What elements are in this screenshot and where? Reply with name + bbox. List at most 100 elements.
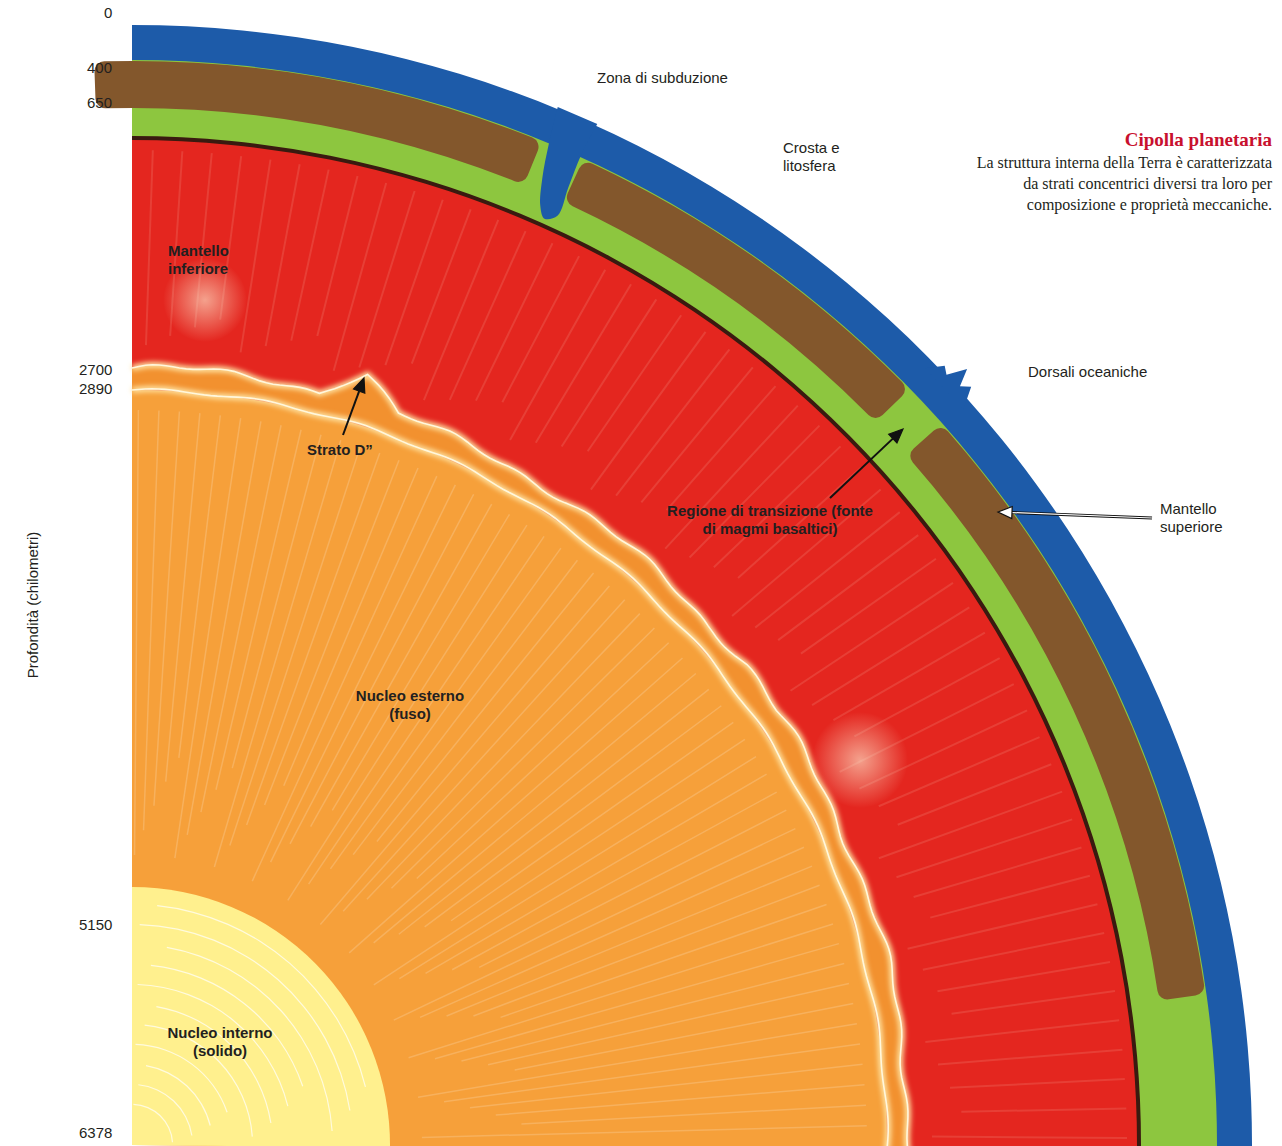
core-texture-line [140, 924, 351, 1111]
core-streak [425, 706, 722, 927]
layer-label: Crosta e litosfera [783, 139, 868, 175]
core-streak [320, 586, 609, 924]
core-streak [179, 415, 220, 758]
core-streak [214, 440, 340, 867]
leader-line-core [1012, 513, 1152, 518]
core-streak [417, 643, 669, 879]
oceanic-crust [132, 25, 1252, 1146]
mantle-streak [908, 904, 1098, 948]
earth-layers [95, 25, 1252, 1146]
core-texture-line [133, 1104, 173, 1142]
lower-mantle [132, 138, 1139, 1146]
core-streak [399, 757, 756, 979]
mantle-streak [591, 332, 706, 490]
mantle-streak [334, 183, 387, 371]
leader-line [1012, 513, 1152, 518]
depth-value: 0 [104, 4, 112, 22]
core-streak [496, 1085, 865, 1115]
mantle-streak [385, 200, 442, 365]
depth-value: 650 [87, 94, 112, 112]
core-streak [461, 963, 844, 1061]
mantle-streak [923, 933, 1104, 970]
depth-value: 2890 [79, 380, 112, 398]
core-streak [201, 425, 281, 812]
core-streak [311, 504, 492, 827]
mantle-streak [952, 991, 1115, 1014]
core-streak [232, 435, 321, 768]
mantle-boundary [132, 136, 1141, 1146]
mantle-streak [961, 1109, 1126, 1112]
core-streak [216, 430, 301, 790]
mantle-streak [641, 367, 752, 502]
mantle-streak [241, 160, 271, 353]
layer-label: Mantello superiore [1160, 500, 1240, 536]
core-streak [187, 421, 261, 834]
core-streak [521, 1105, 865, 1124]
mantle-streak [914, 847, 1082, 897]
layer-label: Regione di transizione (fonte di magmi b… [663, 502, 878, 538]
mantle-streak [317, 176, 357, 336]
leader-lines [343, 378, 1152, 519]
core-streak [479, 810, 786, 967]
core-streak [290, 494, 474, 844]
layer-glow [132, 389, 888, 1146]
inner-core-texture [133, 905, 366, 1142]
layer-boundary [132, 389, 888, 1146]
axis-title: Profondità (chilometri) [24, 532, 42, 679]
layer-label: Mantello inferiore [168, 242, 258, 278]
leader-line [343, 391, 359, 435]
mantle-streak [950, 1079, 1125, 1088]
core-streak [265, 460, 399, 805]
title-block: Cipolla planetariaLa struttura interna d… [972, 128, 1272, 215]
transition-region [132, 60, 1217, 1146]
arrow-head [889, 429, 903, 443]
mantle-streak [925, 1020, 1119, 1042]
mantle-streak [616, 349, 729, 495]
core-streak [374, 739, 745, 985]
mantle-streak [932, 1137, 1127, 1138]
core-streak [271, 485, 456, 862]
caption: La struttura interna della Terra è carat… [972, 152, 1272, 215]
mantle-streak [690, 426, 820, 558]
core-streak [444, 1044, 860, 1102]
mantle-streak [266, 164, 300, 346]
inner-core [132, 887, 390, 1146]
leader-line [830, 439, 893, 498]
layer-label: Nucleo esterno (fuso) [348, 687, 473, 723]
core-streak [473, 885, 819, 1016]
core-streak [247, 453, 380, 825]
mantle-streak [412, 209, 471, 363]
layer-label: Nucleo interno (solido) [158, 1024, 283, 1060]
subducting-slab [540, 107, 597, 219]
mantle-streak [898, 764, 1052, 824]
core-texture-line [145, 1024, 253, 1136]
core-streak [353, 560, 577, 854]
core-texture-line [146, 1065, 211, 1126]
depth-value: 400 [87, 59, 112, 77]
mantle-streaks [146, 150, 1127, 1138]
mantle-streak [536, 284, 631, 443]
core-streak [418, 1024, 857, 1097]
core-streak [422, 1126, 867, 1138]
mantle-streak [778, 535, 918, 640]
mantle-streak [359, 191, 414, 368]
core-streak [391, 628, 654, 888]
core-streak [451, 722, 733, 920]
mantle-streak [896, 819, 1072, 877]
core-texture-line [138, 984, 289, 1106]
mantle-streak [146, 150, 153, 345]
layer-label: Strato D” [307, 441, 373, 459]
arrow-head [354, 378, 365, 393]
mantle-streak [937, 962, 1110, 991]
core-texture-line [157, 905, 366, 1087]
core-streak [135, 410, 139, 855]
core-streak [515, 1003, 854, 1069]
feature-label: Zona di subduzione [597, 69, 728, 87]
core-texture-line [156, 1006, 271, 1123]
mantle-streak [938, 1050, 1122, 1065]
core-streak [154, 412, 179, 806]
d-double-prime-layer [132, 365, 908, 1146]
core-streak [435, 944, 839, 1059]
